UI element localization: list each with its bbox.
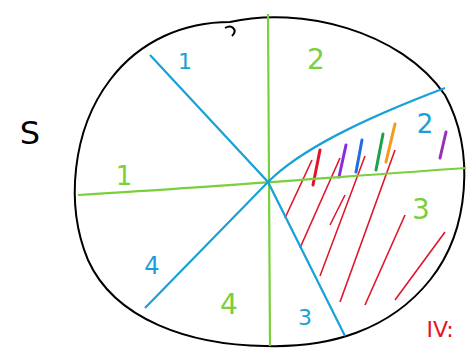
green-axes xyxy=(78,14,466,346)
green-number: 1 xyxy=(116,163,133,189)
blue-number: 2 xyxy=(417,111,434,137)
green-number: 2 xyxy=(307,46,325,74)
blue-number: 4 xyxy=(144,254,159,278)
red-hatching xyxy=(285,150,445,305)
blue-axes xyxy=(145,55,445,336)
blue-number: 3 xyxy=(298,307,312,329)
green-number: 3 xyxy=(412,196,430,224)
blue-number: 1 xyxy=(178,51,192,73)
region-name: S xyxy=(20,117,40,149)
circle-outline-tail xyxy=(225,27,234,36)
green-number: 4 xyxy=(220,291,238,319)
note-label: IV: xyxy=(426,319,453,341)
